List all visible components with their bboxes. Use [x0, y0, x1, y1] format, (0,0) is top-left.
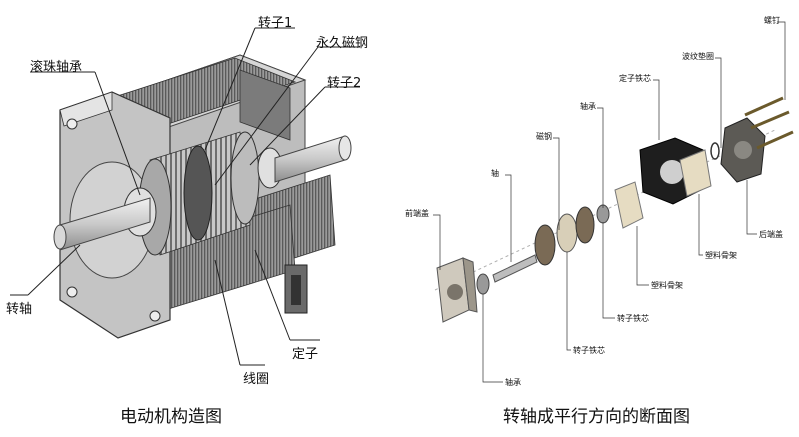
front-bearing-part: [476, 273, 490, 295]
shaft-part: [492, 254, 538, 283]
label-stator-core: 定子铁芯: [619, 74, 651, 83]
label-plastic-frame-2: 塑料骨架: [651, 281, 683, 290]
caption-exploded-section: 转轴成平行方向的断面图: [503, 407, 690, 427]
label-screw: 螺钉: [764, 16, 780, 25]
rotor-core-part-2: [575, 206, 595, 244]
label-wave-washer: 波纹垫圈: [682, 52, 714, 61]
exploded-view-panel: 螺钉 波纹垫圈 定子铁芯 轴承 磁钢 轴 前端盖 后端盖 塑料骨架 塑料骨架 转…: [385, 0, 799, 437]
label-bearing-top: 轴承: [580, 102, 596, 111]
screw-parts: [744, 96, 794, 150]
label-bearing-bottom: 轴承: [505, 378, 521, 387]
label-shaft-small: 轴: [491, 169, 499, 178]
caption-motor-structure: 电动机构造图: [120, 407, 222, 427]
label-coil: 线圈: [243, 372, 270, 387]
label-shaft: 转轴: [6, 302, 33, 317]
label-rotor-1: 转子1: [258, 16, 293, 31]
rear-cover-part: [720, 117, 766, 183]
label-ball-bearing: 滚珠轴承: [30, 60, 83, 75]
plastic-frame-part-1: [614, 181, 644, 229]
label-front-cover: 前端盖: [405, 209, 429, 218]
motor-structure-panel: 转子1 永久磁钢 滚珠轴承 转子2 转轴 定子 线圈 电动机构造图: [6, 16, 369, 427]
label-rotor-2: 转子2: [327, 76, 362, 91]
label-plastic-frame-1: 塑料骨架: [705, 251, 737, 260]
label-rotor-core-1: 转子铁芯: [617, 314, 649, 323]
callout-lines: [10, 27, 360, 366]
motor-cutaway-illustration: [10, 27, 360, 366]
rotor-core-part-1: [556, 213, 578, 253]
label-rotor-core-2: 转子铁芯: [573, 346, 605, 355]
label-permanent-magnet: 永久磁钢: [316, 36, 369, 51]
label-magnet: 磁钢: [536, 132, 552, 141]
leader-lines: [433, 21, 786, 383]
label-stator: 定子: [292, 347, 319, 362]
label-rear-cover: 后端盖: [759, 230, 783, 239]
plastic-frame-part-2: [679, 149, 712, 197]
wave-washer-part: [710, 142, 720, 160]
front-cover-part: [436, 257, 478, 323]
exploded-view-illustration: [433, 21, 794, 383]
motor-shaft: [53, 135, 352, 251]
magnet-part: [534, 224, 556, 266]
